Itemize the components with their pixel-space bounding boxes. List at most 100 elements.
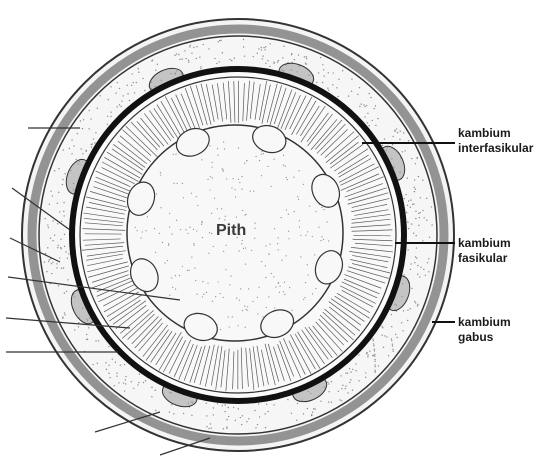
pith-cell [218, 281, 219, 282]
cortex-cell [47, 225, 48, 226]
pith-cell [203, 294, 204, 295]
pith-cell [221, 208, 222, 209]
pith-cell [244, 214, 245, 215]
cortex-cell [320, 57, 321, 58]
cortex-cell [46, 271, 47, 272]
cortex-cell [374, 370, 375, 371]
cortex-cell [116, 375, 117, 376]
cortex-cell [56, 267, 57, 268]
cortex-cell [254, 410, 255, 411]
cortex-cell [415, 211, 416, 212]
cortex-cell [45, 253, 46, 254]
cortex-cell [47, 247, 48, 248]
cortex-cell [155, 410, 156, 411]
cortex-cell [95, 340, 96, 341]
cortex-cell [131, 381, 132, 382]
cortex-cell [411, 223, 412, 224]
cortex-cell [189, 46, 190, 47]
pith-cell [239, 182, 240, 183]
cortex-cell [75, 159, 76, 160]
pith-cell [171, 277, 172, 278]
cortex-cell [54, 234, 55, 235]
pith-cell [220, 329, 221, 330]
pith-cell [217, 148, 218, 149]
cortex-cell [52, 195, 53, 196]
cortex-cell [174, 55, 175, 56]
pith-cell [176, 220, 177, 221]
cortex-cell [420, 197, 421, 198]
cortex-cell [238, 408, 239, 409]
pith-cell [321, 240, 322, 241]
pith-cell [300, 235, 301, 236]
pith-cell [212, 162, 213, 163]
pith-cell [197, 205, 198, 206]
pith-cell [225, 269, 226, 270]
cortex-cell [52, 240, 53, 241]
pith-cell [283, 291, 284, 292]
cortex-cell [224, 404, 225, 405]
pith-cell [303, 299, 304, 300]
pith-cell [224, 148, 225, 149]
cortex-cell [392, 136, 393, 137]
cortex-cell [229, 59, 230, 60]
cortex-cell [374, 366, 375, 367]
cortex-cell [425, 275, 426, 276]
pith-cell [142, 231, 143, 232]
label-line-1: kambium [458, 315, 511, 330]
cortex-cell [422, 179, 423, 180]
cortex-cell [403, 274, 404, 275]
pith-cell [284, 282, 285, 283]
cortex-cell [427, 262, 428, 263]
cortex-cell [367, 356, 368, 357]
cortex-cell [62, 184, 63, 185]
cortex-cell [107, 123, 108, 124]
cortex-cell [86, 334, 87, 335]
cortex-cell [282, 57, 283, 58]
cortex-cell [82, 128, 83, 129]
pith-cell [179, 275, 180, 276]
cortex-cell [248, 418, 249, 419]
pith-cell [223, 251, 224, 252]
cortex-cell [328, 401, 329, 402]
pith-cell [175, 275, 176, 276]
pith-cell [222, 168, 223, 169]
pith-cell [183, 197, 184, 198]
pith-cell [268, 253, 269, 254]
cortex-cell [391, 326, 392, 327]
pith-cell [232, 316, 233, 317]
cortex-cell [336, 87, 337, 88]
cortex-cell [415, 256, 416, 257]
cortex-cell [373, 355, 374, 356]
pith-cell [294, 211, 295, 212]
label-kambium-gabus: kambium gabus [458, 315, 511, 345]
cortex-cell [257, 424, 258, 425]
pith-cell [202, 296, 203, 297]
cortex-cell [210, 423, 211, 424]
cortex-cell [332, 84, 333, 85]
cortex-cell [64, 292, 65, 293]
cortex-cell [359, 106, 360, 107]
pith-cell [223, 171, 224, 172]
cortex-cell [323, 69, 324, 70]
cortex-cell [116, 106, 117, 107]
cortex-cell [67, 279, 68, 280]
cortex-cell [50, 190, 51, 191]
cortex-cell [273, 63, 274, 64]
cortex-cell [342, 385, 343, 386]
pith-cell [236, 298, 237, 299]
cortex-cell [119, 104, 120, 105]
pith-cell [286, 255, 287, 256]
cortex-cell [136, 82, 137, 83]
cortex-cell [338, 391, 339, 392]
cortex-cell [151, 396, 152, 397]
pith-cell [229, 326, 230, 327]
cortex-cell [391, 314, 392, 315]
pith-cell [211, 213, 212, 214]
pith-cell [169, 213, 170, 214]
pith-cell [288, 214, 289, 215]
cortex-cell [313, 408, 314, 409]
pith-cell [275, 286, 276, 287]
pith-cell [154, 228, 155, 229]
cortex-cell [124, 390, 125, 391]
cortex-cell [269, 66, 270, 67]
